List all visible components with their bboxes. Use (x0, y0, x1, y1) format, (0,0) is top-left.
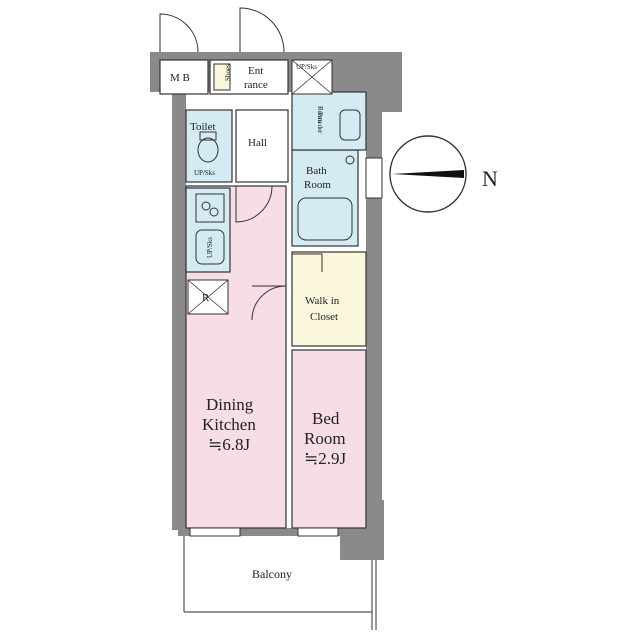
toilet-area (185, 109, 233, 183)
walk-in-closet-area (291, 251, 367, 347)
entrance-label-2: rance (244, 79, 268, 91)
balcony-outline (183, 536, 377, 630)
compass: N (389, 135, 498, 213)
dining-kitchen-size: ≒6.8J (208, 435, 250, 454)
meter-box (159, 59, 209, 95)
mb-label: M B (170, 72, 190, 84)
windows (189, 157, 383, 537)
pipe-space-label: UP/Sks (296, 63, 317, 71)
fridge-cross (187, 279, 229, 315)
shoe-closet (213, 63, 231, 91)
laundry-pipe-label: UP/Sks (206, 237, 214, 258)
hall-label: Hall (248, 137, 267, 149)
entrance-label-1: Ent (248, 65, 263, 77)
bath-room-label-2: Room (304, 179, 331, 191)
door-swings (159, 7, 323, 321)
compass-north-label: N (482, 166, 498, 191)
bedroom-label-2: Room (304, 429, 346, 448)
bedroom-area (291, 349, 367, 529)
compass-needle-icon (392, 170, 464, 178)
dining-kitchen-label-1: Dining (206, 395, 254, 414)
balcony-label: Balcony (252, 567, 292, 581)
pipe-space-cross (291, 59, 333, 95)
dining-kitchen-label-2: Kitchen (202, 415, 256, 434)
bath-room-label-1: Bath (306, 165, 327, 177)
powder-room-label-2: Room (316, 106, 324, 124)
powder-room-label-1: Powder (316, 112, 324, 134)
exterior-walls (150, 52, 402, 560)
hall-area (235, 109, 289, 183)
fridge-label: R (202, 292, 210, 304)
walk-in-closet-label-2: Closet (310, 311, 338, 323)
walk-in-closet-label-1: Walk in (305, 295, 340, 307)
bedroom-size: ≒2.9J (304, 449, 346, 468)
shoe-closet-label: Shoes (224, 64, 232, 81)
toilet-pipe-label: UP/Sks (194, 169, 215, 177)
toilet-label: Toilet (190, 121, 216, 133)
bedroom-label-1: Bed (312, 409, 340, 428)
powder-room-area (291, 91, 367, 151)
fixtures (195, 109, 361, 265)
